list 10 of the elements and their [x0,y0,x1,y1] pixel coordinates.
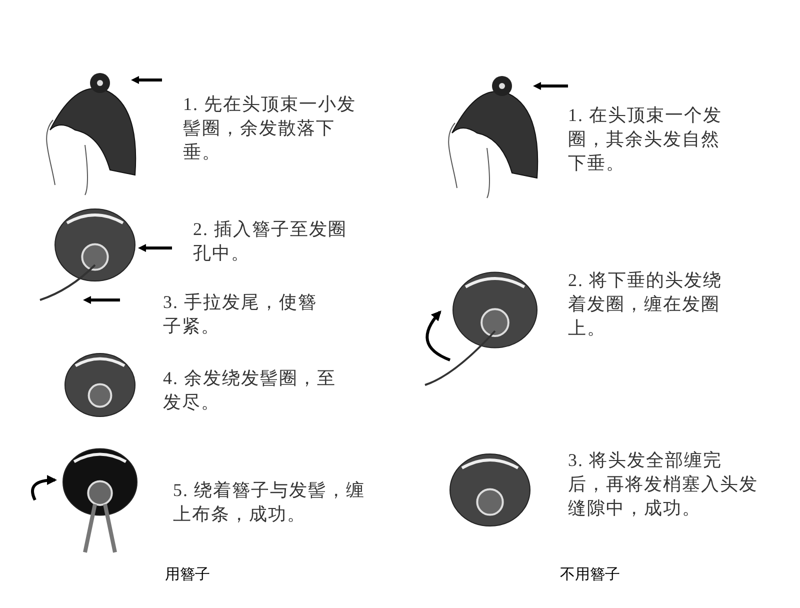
step-text: 4. 余发绕发髻圈，至发尽。 [163,367,337,414]
step-text: 1. 先在头顶束一小发髻圈，余发散落下垂。 [183,93,357,164]
step-text: 2. 将下垂的头发绕着发圈，缠在发圈上。 [568,269,723,340]
step-text: 2. 插入簪子至发圈孔中。 [193,218,348,265]
step-text: 3. 将头发全部缠完后，再将发梢塞入头发缝隙中，成功。 [568,449,758,520]
column-caption: 用簪子 [165,565,210,584]
step-text: 1. 在头顶束一个发圈，其余头发自然下垂。 [568,104,723,175]
step-text: 5. 绕着簪子与发髻，缠上布条，成功。 [173,479,366,526]
column-caption: 不用簪子 [560,565,620,584]
step-text: 3. 手拉发尾，使簪子紧。 [163,291,318,338]
